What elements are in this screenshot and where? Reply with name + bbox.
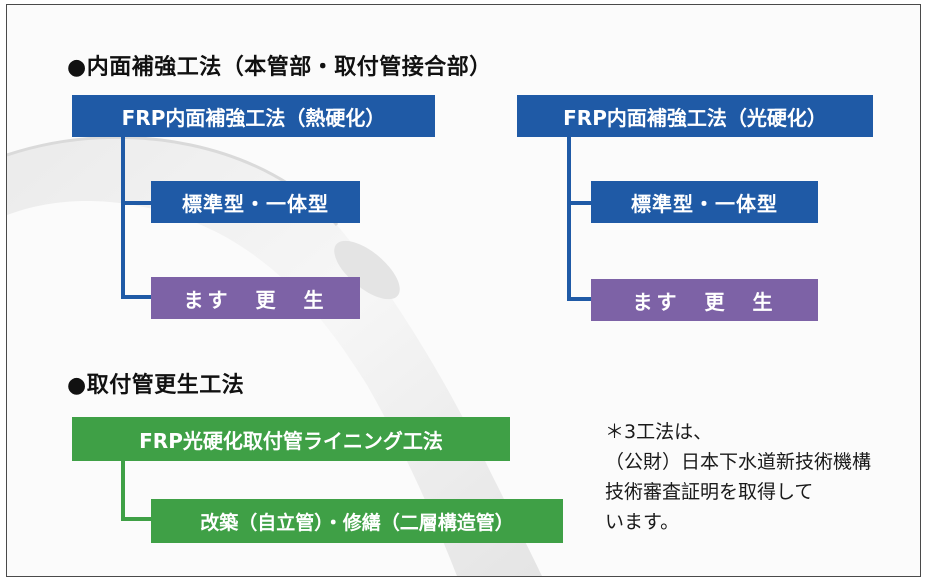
section2-item-label: 改築（自立管）・修繕（二層構造管）	[200, 511, 514, 534]
left-item2-label: ます 更 生	[183, 287, 328, 312]
section2-connector-vertical	[121, 461, 125, 521]
left-connector-vertical	[121, 137, 125, 299]
left-item1-box: 標準型・一体型	[151, 181, 360, 223]
left-title-box: FRP内面補強工法（熱硬化）	[72, 95, 435, 137]
left-title-label: FRP内面補強工法（熱硬化）	[121, 105, 386, 130]
note-line: 技術審査証明を取得して	[605, 481, 814, 503]
left-item1-label: 標準型・一体型	[182, 191, 329, 216]
left-item2-box: ます 更 生	[151, 277, 360, 319]
left-connector-branch1	[121, 201, 151, 205]
section2-item-box: 改築（自立管）・修繕（二層構造管）	[151, 499, 563, 543]
right-connector-branch1	[567, 201, 591, 205]
section2-title-box: FRP光硬化取付管ライニング工法	[72, 417, 510, 461]
right-item2-box: ます 更 生	[591, 279, 818, 321]
right-connector-branch2	[567, 297, 591, 301]
note-line: ＊3工法は、	[605, 421, 713, 443]
diagram-frame: ●内面補強工法（本管部・取付管接合部） FRP内面補強工法（熱硬化） 標準型・一…	[6, 4, 921, 577]
right-item1-label: 標準型・一体型	[631, 191, 778, 216]
right-connector-vertical	[567, 137, 571, 301]
right-title-label: FRP内面補強工法（光硬化）	[563, 105, 827, 130]
certification-note: ＊3工法は、 （公財）日本下水道新技術機構 技術審査証明を取得して います。	[605, 417, 871, 537]
right-item2-label: ます 更 生	[632, 289, 777, 314]
section2-heading: ●取付管更生工法	[67, 373, 245, 398]
right-item1-box: 標準型・一体型	[591, 181, 818, 223]
section2-title-label: FRP光硬化取付管ライニング工法	[139, 428, 443, 453]
note-line: います。	[605, 511, 680, 533]
note-line: （公財）日本下水道新技術機構	[605, 451, 872, 473]
left-connector-branch2	[121, 295, 151, 299]
section1-heading: ●内面補強工法（本管部・取付管接合部）	[67, 55, 492, 80]
section2-connector-branch	[121, 517, 151, 521]
right-title-box: FRP内面補強工法（光硬化）	[517, 95, 873, 137]
